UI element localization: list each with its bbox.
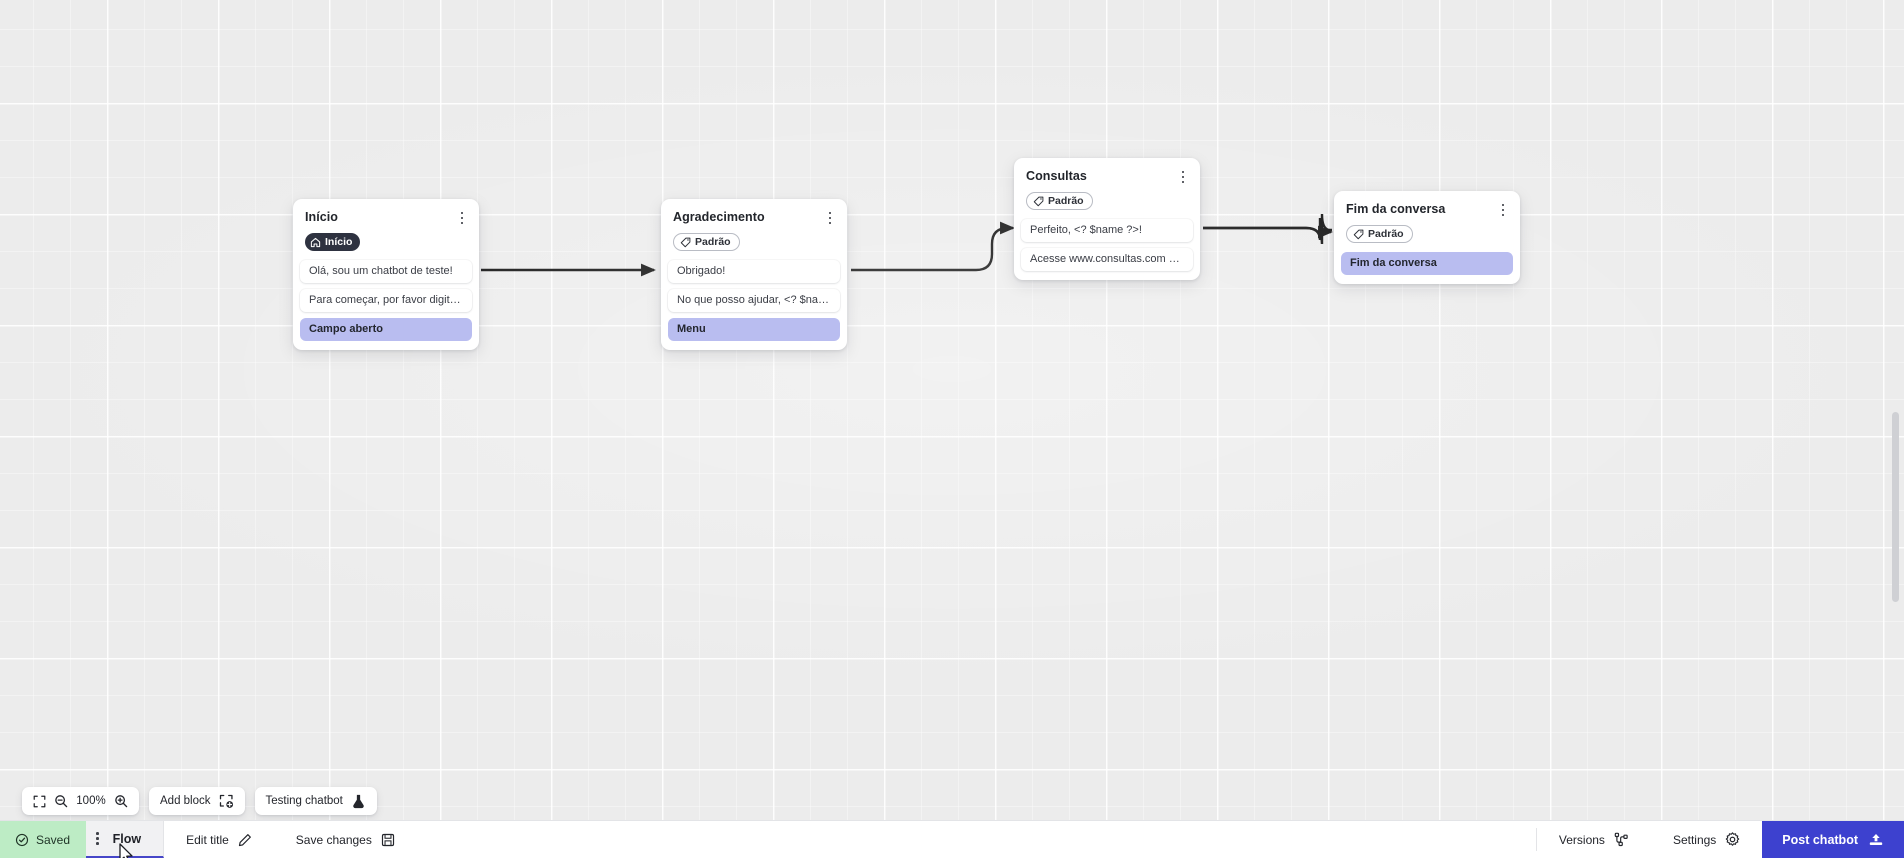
node-row[interactable]: Obrigado!: [668, 259, 840, 283]
node-badge[interactable]: Padrão: [1346, 225, 1413, 243]
node-rows: Perfeito, <? $name ?>! Acesse www.consul…: [1014, 218, 1200, 271]
post-chatbot-button[interactable]: Post chatbot: [1762, 821, 1904, 858]
node-badge[interactable]: Padrão: [1026, 192, 1093, 210]
node-header: Consultas: [1014, 158, 1200, 190]
node-row[interactable]: No que posso ajudar, <? $name ...: [668, 288, 840, 312]
bottom-toolbar-spacer: [417, 821, 1536, 858]
node-badge-row: Padrão: [1014, 190, 1200, 219]
testing-chatbot-label: Testing chatbot: [265, 795, 343, 807]
node-title: Agradecimento: [673, 210, 765, 224]
tag-icon: [1353, 229, 1364, 239]
zoom-level-value: 100%: [76, 795, 106, 807]
node-badge[interactable]: Início: [305, 233, 361, 251]
node-row-label: Obrigado!: [677, 265, 726, 277]
node-menu-button[interactable]: [821, 208, 839, 228]
tab-flow[interactable]: Flow: [86, 821, 165, 858]
node-menu-button[interactable]: [1494, 200, 1512, 220]
flow-node-consultas[interactable]: Consultas Padrão Perfeito, <? $name ?>! …: [1014, 158, 1200, 280]
edge-agradecimento-consultas: [851, 221, 1015, 272]
node-rows: Fim da conversa: [1334, 251, 1520, 275]
node-row-label: Acesse www.consultas.com par...: [1030, 253, 1184, 265]
add-block-button[interactable]: Add block: [149, 787, 245, 815]
node-row-accent[interactable]: Campo aberto: [300, 317, 472, 341]
node-row-label: Menu: [677, 323, 706, 335]
node-title: Início: [305, 210, 338, 224]
node-row-label: Campo aberto: [309, 323, 383, 335]
edit-title-button[interactable]: Edit title: [164, 821, 274, 858]
node-badge-row: Padrão: [1334, 223, 1520, 252]
dots-vertical-icon[interactable]: [96, 832, 99, 845]
node-title: Consultas: [1026, 169, 1087, 183]
save-changes-label: Save changes: [295, 832, 372, 847]
flow-node-inicio[interactable]: Início Início Olá, sou um chatbot de tes…: [293, 199, 479, 350]
node-badge-row: Início: [293, 231, 479, 260]
toolbar-divider: [1535, 828, 1537, 851]
node-header: Fim da conversa: [1334, 191, 1520, 223]
floppy-disk-icon: [381, 833, 394, 846]
gear-icon: [1726, 832, 1740, 846]
zoom-in-icon[interactable]: [114, 794, 128, 808]
node-badge-label: Padrão: [695, 235, 731, 248]
tab-flow-label: Flow: [112, 831, 142, 846]
node-badge-label: Padrão: [1368, 227, 1404, 240]
node-header: Agradecimento: [661, 199, 847, 231]
node-title: Fim da conversa: [1346, 202, 1446, 216]
node-row[interactable]: Acesse www.consultas.com par...: [1021, 247, 1193, 271]
flow-node-fim-da-conversa[interactable]: Fim da conversa Padrão Fim da conversa: [1334, 191, 1520, 284]
tag-icon: [1033, 196, 1044, 206]
zoom-out-icon[interactable]: [54, 794, 68, 808]
saved-status-badge: Saved: [0, 821, 87, 858]
testing-chatbot-button[interactable]: Testing chatbot: [254, 787, 377, 815]
bottom-toolbar: Saved Flow Edit title Save changes Versi…: [0, 820, 1904, 858]
canvas-toolbar: 100% Add block Testing ch: [22, 787, 377, 815]
post-chatbot-label: Post chatbot: [1782, 832, 1858, 847]
node-row[interactable]: Para começar, por favor digite o ...: [300, 288, 472, 312]
node-row-accent[interactable]: Fim da conversa: [1341, 251, 1513, 275]
node-row[interactable]: Perfeito, <? $name ?>!: [1021, 218, 1193, 242]
add-block-label: Add block: [160, 795, 211, 807]
tag-icon: [680, 237, 691, 247]
edge-consultas-fim: [1203, 213, 1332, 245]
node-rows: Olá, sou um chatbot de teste! Para começ…: [293, 259, 479, 341]
fit-screen-icon[interactable]: [33, 795, 46, 808]
flask-icon: [351, 794, 366, 809]
node-rows: Obrigado! No que posso ajudar, <? $name …: [661, 259, 847, 341]
node-badge-row: Padrão: [661, 231, 847, 260]
branch-icon: [1614, 832, 1628, 847]
node-row-label: Perfeito, <? $name ?>!: [1030, 224, 1142, 236]
node-menu-button[interactable]: [453, 208, 471, 228]
check-circle-icon: [15, 833, 29, 846]
node-header: Início: [293, 199, 479, 231]
node-badge-label: Padrão: [1048, 194, 1084, 207]
node-badge-label: Início: [325, 235, 353, 248]
pencil-icon: [238, 833, 251, 846]
node-badge[interactable]: Padrão: [673, 233, 740, 251]
settings-button[interactable]: Settings: [1651, 821, 1762, 858]
node-row-label: Fim da conversa: [1350, 257, 1437, 269]
node-row-label: Olá, sou um chatbot de teste!: [309, 265, 453, 277]
zoom-controls: 100%: [22, 787, 139, 815]
add-block-icon: [219, 794, 234, 809]
node-row-label: No que posso ajudar, <? $name ...: [677, 294, 831, 306]
edit-title-label: Edit title: [186, 832, 229, 847]
node-menu-button[interactable]: [1174, 167, 1192, 187]
versions-button[interactable]: Versions: [1537, 821, 1651, 858]
edge-consultas-fim-tail: [1203, 217, 1333, 241]
settings-label: Settings: [1672, 832, 1717, 847]
flow-canvas[interactable]: Início Início Olá, sou um chatbot de tes…: [0, 0, 1904, 820]
versions-label: Versions: [1558, 832, 1605, 847]
node-row[interactable]: Olá, sou um chatbot de teste!: [300, 259, 472, 283]
flow-node-agradecimento[interactable]: Agradecimento Padrão Obrigado! No que po…: [661, 199, 847, 350]
flow-edges: [481, 213, 1333, 277]
save-changes-button[interactable]: Save changes: [274, 821, 417, 858]
upload-icon: [1869, 833, 1883, 845]
node-row-label: Para começar, por favor digite o ...: [309, 294, 463, 306]
node-row-accent[interactable]: Menu: [668, 317, 840, 341]
saved-status-label: Saved: [36, 832, 71, 847]
home-icon: [310, 237, 321, 247]
